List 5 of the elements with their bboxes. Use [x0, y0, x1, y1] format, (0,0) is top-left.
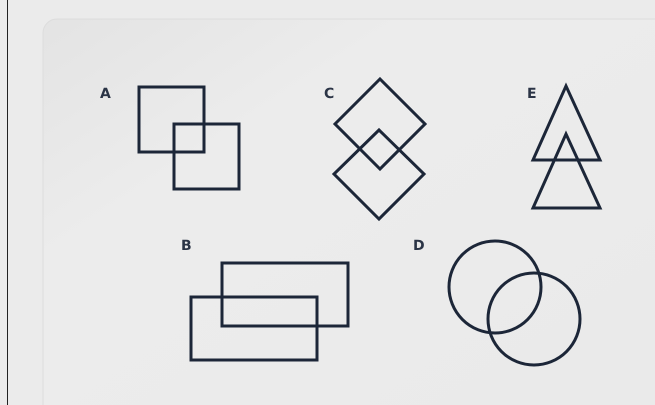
figure-label: A — [100, 86, 111, 102]
figure-label: D — [413, 238, 425, 254]
figure-label: E — [527, 86, 537, 102]
figure-label: B — [181, 238, 192, 254]
figure-label: C — [324, 86, 334, 102]
